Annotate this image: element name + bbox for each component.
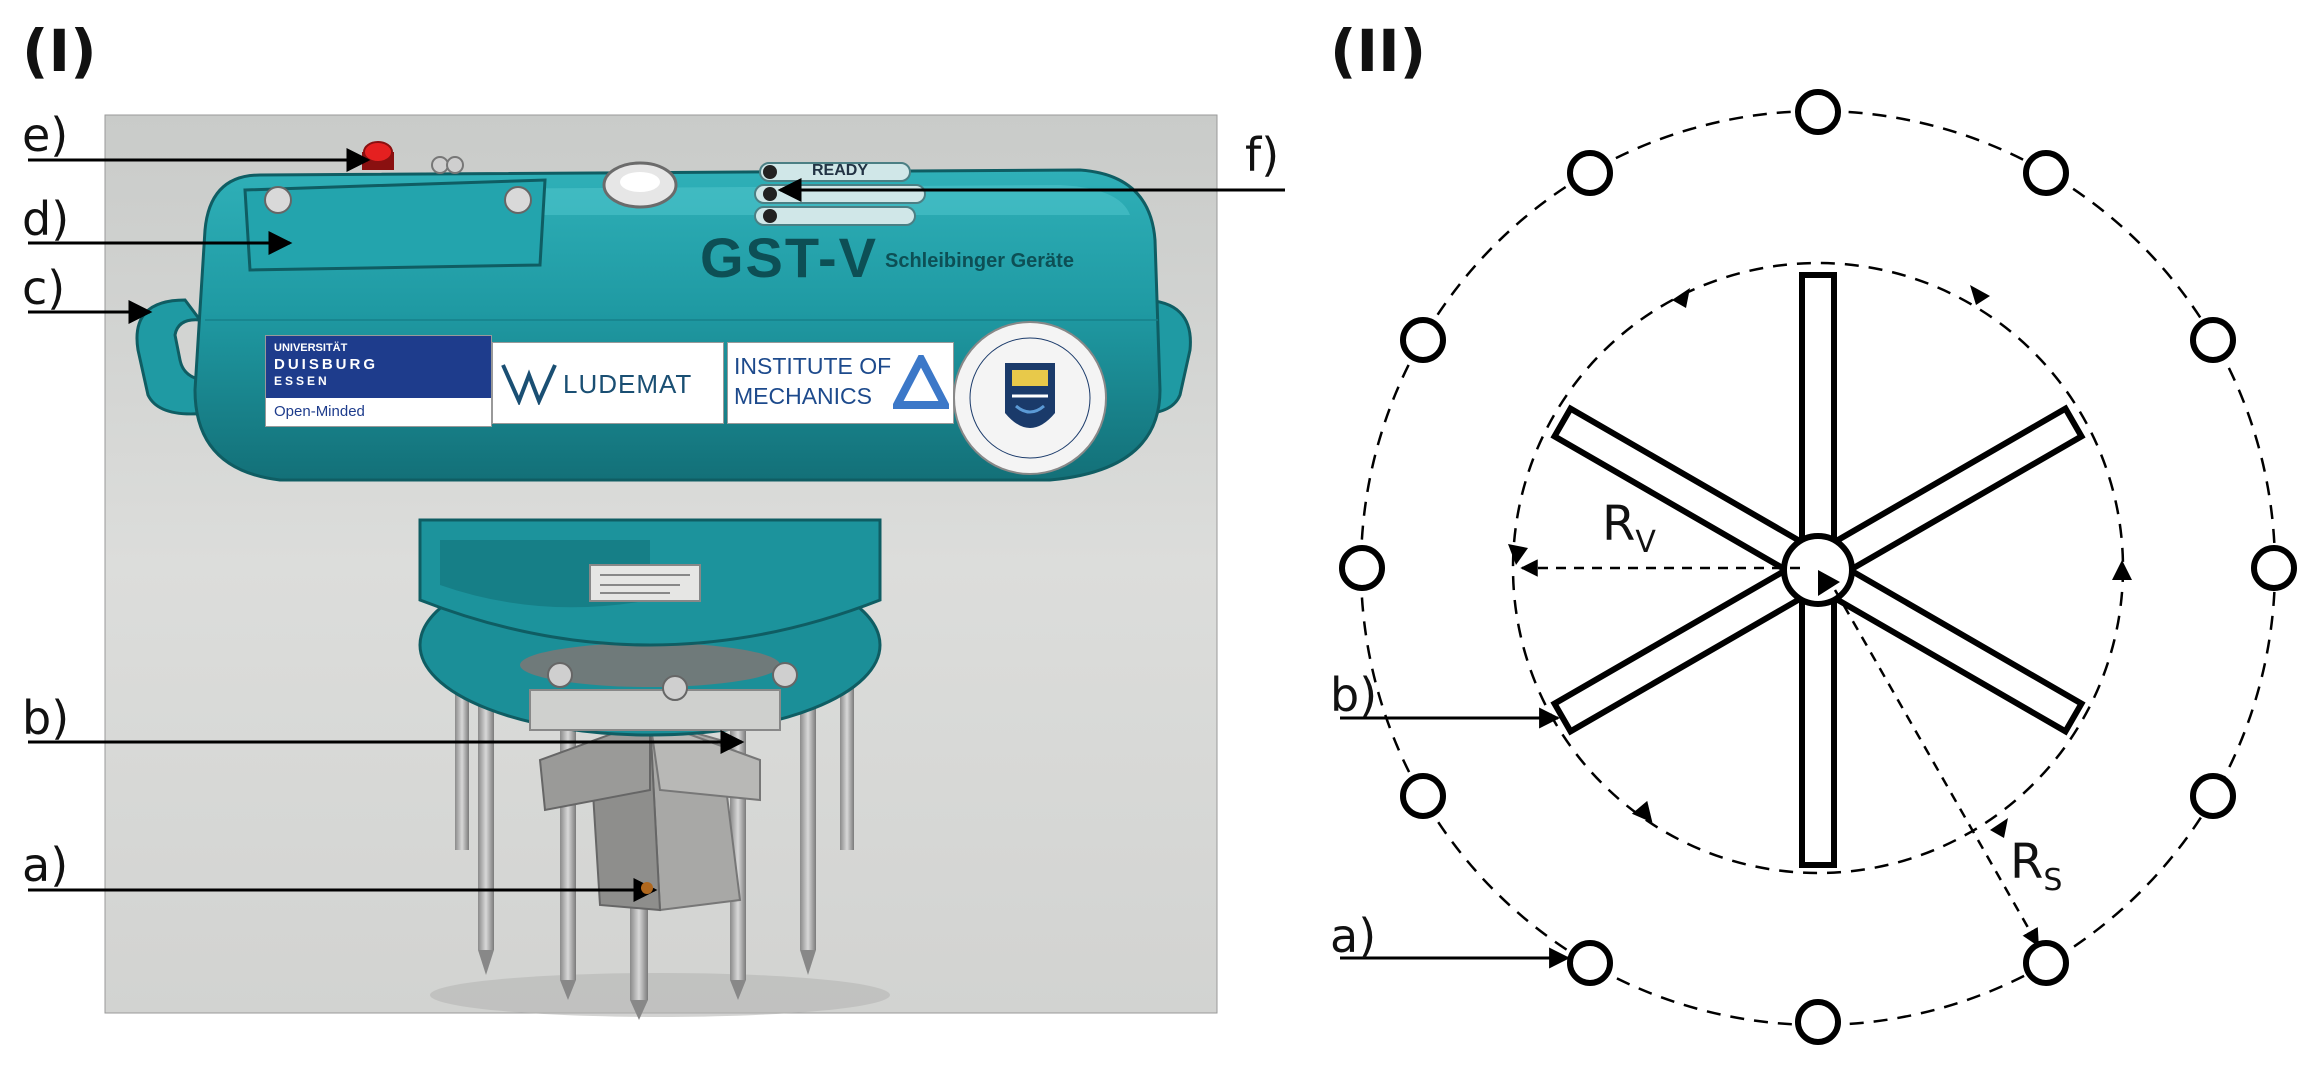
rs-label-sub: S — [2043, 863, 2063, 898]
rv-label-base: R — [1602, 496, 1636, 552]
institute-line1: INSTITUTE OF — [734, 353, 892, 379]
institute-line2: MECHANICS — [734, 383, 873, 409]
photo-label-f: f) — [1245, 128, 1280, 182]
univ-line3: ESSEN — [274, 374, 330, 388]
photo-annotations — [28, 148, 1285, 902]
panel-label-left: (I) — [22, 17, 97, 85]
brand-maker-text: Schleibinger Geräte — [885, 250, 1074, 272]
photo-label-e: e) — [22, 108, 69, 162]
ludemat-text: LUDEMAT — [563, 369, 693, 399]
university-seal — [953, 321, 1107, 475]
photo-label-d: d) — [22, 192, 70, 246]
sticker-ludemat: LUDEMAT — [492, 342, 724, 424]
vane-blades — [538, 718, 761, 912]
rv-label: RV — [1602, 500, 1656, 560]
diagram-label-a: a) — [1330, 909, 1377, 963]
univ-line1: UNIVERSITÄT — [274, 342, 348, 354]
univ-open-minded: Open-Minded — [274, 403, 365, 420]
ludemat-logo-icon — [501, 364, 557, 405]
brand-model-text: GST-V — [700, 226, 879, 289]
rs-arrow — [1833, 589, 2040, 947]
vane-schematic — [1339, 89, 2297, 1045]
rs-label-base: R — [2010, 834, 2044, 890]
pin-circles — [1339, 89, 2297, 1045]
photo-label-a: a) — [22, 838, 69, 892]
panel-label-right: (II) — [1330, 17, 1427, 85]
rv-label-sub: V — [1635, 525, 1656, 560]
penrose-triangle-icon — [893, 355, 949, 409]
photo-label-c: c) — [22, 261, 66, 315]
rs-label: RS — [2010, 838, 2062, 898]
sticker-university: UNIVERSITÄT DUISBURG ESSEN Open-Minded — [265, 335, 492, 427]
panel-ready-text: READY — [812, 162, 869, 179]
sticker-institute: INSTITUTE OF MECHANICS — [727, 342, 954, 424]
univ-line2: DUISBURG — [274, 356, 379, 373]
diagram-label-b: b) — [1330, 668, 1378, 722]
device-photo — [104, 114, 1218, 1020]
photo-label-b: b) — [22, 691, 70, 745]
